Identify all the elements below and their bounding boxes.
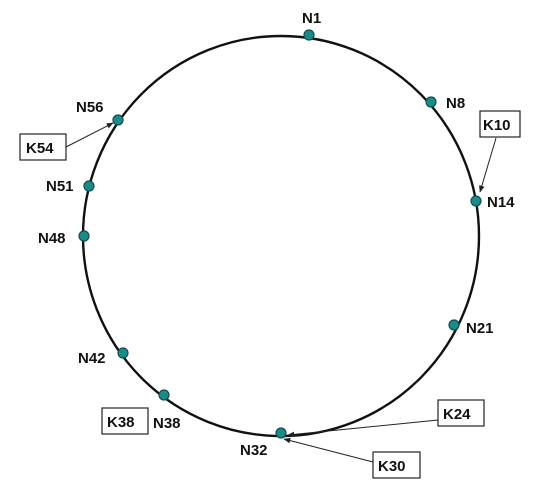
- node-dot-n8: [425, 96, 437, 108]
- key-arrow-k30: [283, 437, 374, 463]
- key-k38: K38: [101, 407, 149, 435]
- node-label-n8: N8: [446, 95, 465, 112]
- node-dot-n14: [470, 195, 482, 207]
- node-dot-n38: [158, 389, 170, 401]
- node-label-n48: N48: [38, 230, 66, 247]
- node-dot-n1: [303, 29, 315, 41]
- node-dot-n42: [117, 347, 129, 359]
- node-label-n14: N14: [487, 194, 515, 211]
- key-k10: K10: [479, 110, 521, 193]
- node-markers: [78, 29, 482, 439]
- node-dot-n56: [112, 114, 124, 126]
- node-dot-n32: [275, 427, 287, 439]
- key-label-k10: K10: [483, 117, 511, 134]
- node-label-n38: N38: [153, 415, 181, 432]
- node-dot-n21: [448, 319, 460, 331]
- node-label-n1: N1: [302, 10, 321, 27]
- ring-circle: [81, 34, 481, 438]
- node-dot-n48: [78, 230, 90, 242]
- node-label-n42: N42: [78, 350, 106, 367]
- key-arrow-k10: [479, 137, 497, 193]
- key-box-k24: [437, 399, 485, 427]
- key-label-k38: K38: [107, 414, 135, 431]
- key-label-k30: K30: [378, 458, 406, 475]
- node-label-n32: N32: [240, 442, 268, 459]
- key-k24: K24: [287, 399, 485, 438]
- node-labels: N1 N8 N14 N21 N32 N38 N42 N48 N51 N56: [38, 10, 515, 459]
- node-dot-n51: [83, 180, 95, 192]
- node-label-n51: N51: [46, 178, 74, 195]
- key-k30: K30: [283, 437, 421, 479]
- key-box-k30: [372, 451, 421, 479]
- key-arrow-k54: [65, 122, 114, 148]
- key-arrow-k24: [287, 419, 439, 438]
- node-label-n21: N21: [466, 320, 494, 337]
- key-label-k24: K24: [443, 406, 471, 423]
- key-k54: K54: [19, 122, 114, 161]
- node-label-n56: N56: [76, 99, 104, 116]
- key-box-k38: [101, 407, 149, 435]
- key-box-k10: [479, 110, 521, 138]
- key-label-k54: K54: [26, 140, 54, 157]
